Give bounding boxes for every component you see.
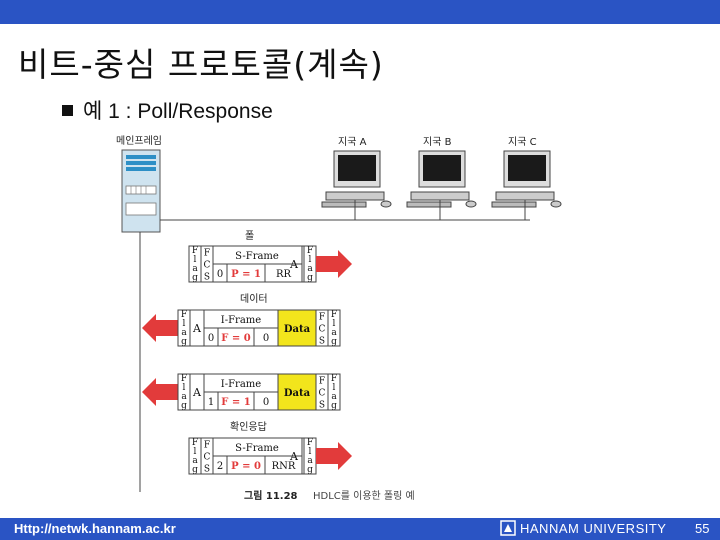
frame-arrow-right-icon bbox=[316, 442, 352, 470]
frame-flag-letter: a bbox=[192, 456, 198, 466]
frame-control-value: F = 0 bbox=[221, 333, 250, 344]
frame-fcs-letter: F bbox=[319, 376, 325, 386]
page-number: 55 bbox=[695, 521, 710, 536]
frame-flag-letter: a bbox=[181, 392, 187, 402]
frame-flag-letter: g bbox=[331, 401, 337, 411]
top-accent-bar bbox=[0, 0, 720, 24]
frame-data-field bbox=[277, 373, 317, 411]
frame-fcs-letter: C bbox=[319, 388, 326, 398]
frame-flag-field bbox=[327, 309, 341, 347]
frame-flag-letter: F bbox=[331, 310, 337, 320]
frame-fcs-letter: F bbox=[204, 248, 210, 258]
frame-flag-letter: l bbox=[333, 383, 336, 393]
frame-flag-letter: F bbox=[307, 438, 313, 448]
frame-address-label: A bbox=[289, 450, 299, 463]
frame-data-label: Data bbox=[284, 388, 311, 399]
bullet-text: 예 1 : Poll/Response bbox=[83, 100, 273, 123]
frame-control-value: P = 1 bbox=[231, 269, 261, 280]
frame-flag-letter: a bbox=[307, 264, 313, 274]
frame-flag-letter: a bbox=[331, 328, 337, 338]
frame-control-value: 0 bbox=[217, 269, 223, 280]
ack-label: 확인응답 bbox=[230, 421, 267, 433]
frame-flag-letter: g bbox=[181, 401, 187, 411]
frame-flag-letter: l bbox=[194, 255, 197, 265]
frame-flag-letter: g bbox=[192, 465, 198, 475]
frame-control-value: RNR bbox=[272, 461, 296, 472]
frame-flag-letter: a bbox=[331, 392, 337, 402]
frame-fcs-letter: S bbox=[319, 336, 325, 346]
frame-flag-letter: l bbox=[183, 319, 186, 329]
station-c-computer-icon bbox=[491, 150, 562, 220]
frame-flag-letter: l bbox=[333, 319, 336, 329]
footer-bar: Http://netwk.hannam.ac.kr HANNAM UNIVERS… bbox=[0, 518, 720, 540]
station-label-b: 지국 B bbox=[423, 136, 452, 148]
university-logo-icon bbox=[500, 520, 516, 536]
polling-diagram: 메인프레임 지국 A 지국 B 지국 C bbox=[116, 134, 562, 502]
frame-data-label: Data bbox=[284, 324, 311, 335]
frame-control-value: 1 bbox=[208, 397, 214, 408]
frame-flag-letter: F bbox=[331, 374, 337, 384]
frame-flag-field bbox=[327, 373, 341, 411]
frame-flag-letter: F bbox=[181, 310, 187, 320]
frame-address-label: A bbox=[289, 258, 299, 271]
station-label-a: 지국 A bbox=[338, 136, 367, 148]
footer-url: Http://netwk.hannam.ac.kr bbox=[14, 521, 176, 536]
frame-fcs-letter: F bbox=[319, 312, 325, 322]
frame-flag-letter: g bbox=[331, 337, 337, 347]
frame-fcs-letter: C bbox=[204, 260, 211, 270]
frame-control-value: 2 bbox=[217, 461, 223, 472]
primary-label: 메인프레임 bbox=[116, 134, 162, 147]
frame-fcs-letter: C bbox=[204, 452, 211, 462]
frame-flag-letter: g bbox=[307, 465, 313, 475]
caption-number: 그림 11.28 bbox=[244, 490, 298, 502]
frame-flag-letter: F bbox=[192, 438, 198, 448]
frame-fcs-letter: S bbox=[319, 400, 325, 410]
frame-flag-letter: l bbox=[309, 255, 312, 265]
frame-flag-letter: a bbox=[307, 456, 313, 466]
frame-type-label: S-Frame bbox=[235, 443, 279, 454]
frame-flag-letter: g bbox=[307, 273, 313, 283]
frame-type-label: S-Frame bbox=[235, 251, 279, 262]
frame-flag-letter: l bbox=[309, 447, 312, 457]
slide-title: 비트-중심 프로토콜(계속) bbox=[18, 45, 384, 84]
bullet-item: 예 1 : Poll/Response bbox=[62, 95, 273, 125]
frame-fcs-letter: S bbox=[204, 272, 210, 282]
footer-university: HANNAM UNIVERSITY bbox=[520, 521, 667, 536]
frame-flag-letter: a bbox=[181, 328, 187, 338]
frame-fcs-letter: S bbox=[204, 464, 210, 474]
caption-text: HDLC를 이용한 폴링 예 bbox=[313, 490, 415, 502]
frame-fcs-letter: C bbox=[319, 324, 326, 334]
frame-flag-letter: F bbox=[181, 374, 187, 384]
frame-flag-letter: g bbox=[181, 337, 187, 347]
frame-control-value: 0 bbox=[263, 333, 269, 344]
frame-fcs-letter: F bbox=[204, 440, 210, 450]
frame-address-label: A bbox=[192, 322, 202, 335]
frame-arrow-left-icon bbox=[142, 378, 178, 406]
data-label: 데이터 bbox=[240, 293, 268, 305]
primary-computer-icon bbox=[121, 149, 161, 233]
frame-flag-letter: a bbox=[192, 264, 198, 274]
frame-control-value: 0 bbox=[208, 333, 214, 344]
frame-flag-letter: l bbox=[194, 447, 197, 457]
bullet-square-icon bbox=[62, 105, 73, 116]
frame-arrow-right-icon bbox=[316, 250, 352, 278]
frame-flag-letter: F bbox=[192, 246, 198, 256]
frame-control-value: RR bbox=[276, 269, 292, 280]
poll-label: 폴 bbox=[245, 230, 254, 242]
frame-flag-letter: F bbox=[307, 246, 313, 256]
frame-type-label: I-Frame bbox=[221, 315, 261, 326]
station-a-computer-icon bbox=[321, 150, 392, 220]
frame-control-value: P = 0 bbox=[231, 461, 261, 472]
frame-control-value: 0 bbox=[263, 397, 269, 408]
frame-control-value: F = 1 bbox=[221, 397, 250, 408]
frame-address-label: A bbox=[192, 386, 202, 399]
frame-flag-letter: l bbox=[183, 383, 186, 393]
station-label-c: 지국 C bbox=[508, 136, 537, 148]
frame-flag-letter: g bbox=[192, 273, 198, 283]
frame-arrow-left-icon bbox=[142, 314, 178, 342]
frame-type-label: I-Frame bbox=[221, 379, 261, 390]
station-b-computer-icon bbox=[406, 150, 477, 220]
